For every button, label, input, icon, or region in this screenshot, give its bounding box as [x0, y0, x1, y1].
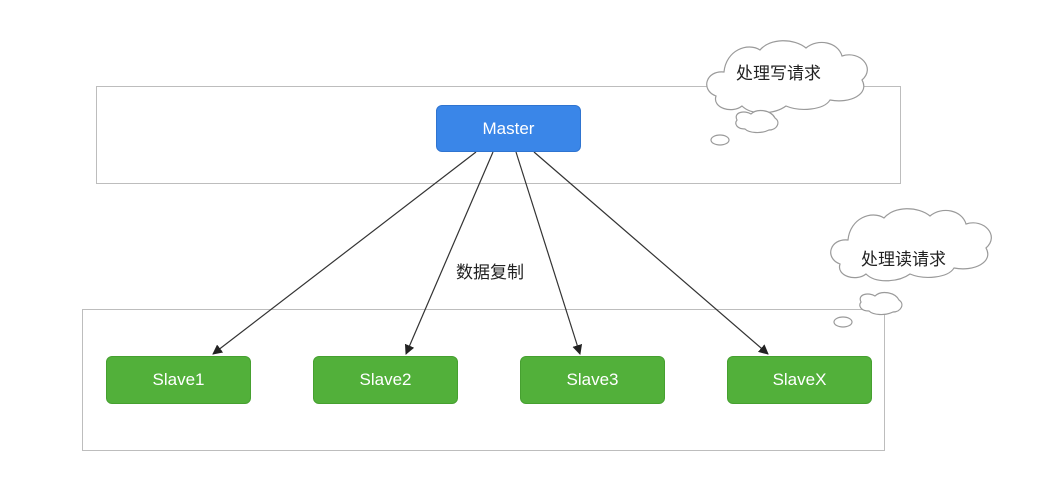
master-group-frame — [96, 86, 901, 184]
read-bubble-text: 处理读请求 — [861, 250, 946, 270]
slave-node-2: Slave2 — [313, 356, 458, 404]
slave-node-3: Slave3 — [520, 356, 665, 404]
replication-label: 数据复制 — [456, 263, 524, 283]
slave-node-x: SlaveX — [727, 356, 872, 404]
master-node: Master — [436, 105, 581, 152]
slave-node-1: Slave1 — [106, 356, 251, 404]
write-bubble-text: 处理写请求 — [736, 64, 821, 84]
